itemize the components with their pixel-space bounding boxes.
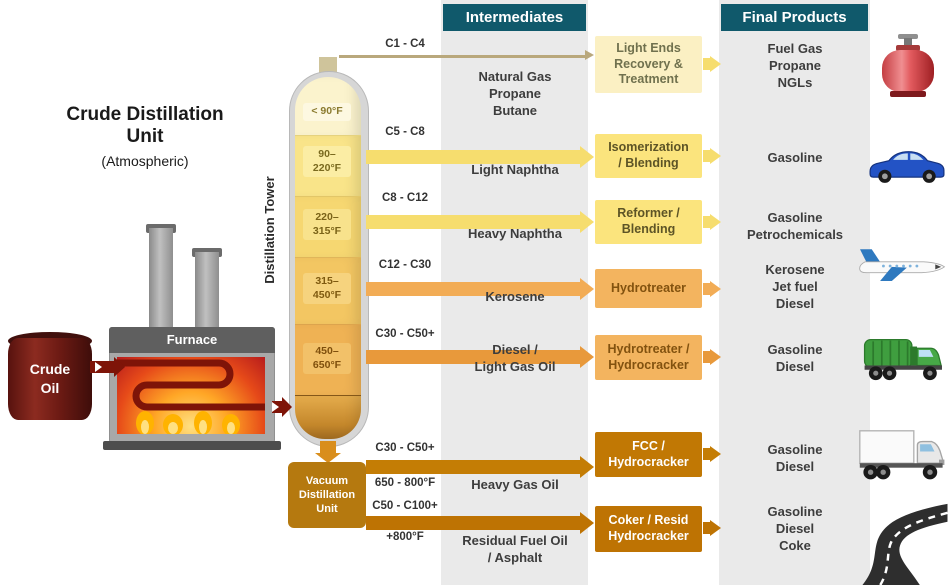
- page-title: Crude Distillation Unit (Atmospheric): [25, 104, 265, 169]
- product-label: Gasoline Diesel: [767, 442, 823, 475]
- product-label: Kerosene Jet fuel Diesel: [765, 262, 825, 312]
- carbon-label: C12 - C30: [378, 259, 432, 271]
- furnace-label: Furnace: [109, 327, 275, 353]
- final-products-header: Final Products: [721, 4, 868, 31]
- process-box-fcc: FCC / Hydrocracker: [595, 432, 702, 477]
- final-products-band: [719, 0, 870, 585]
- furnace-base: [103, 441, 281, 450]
- process-box-isomerization: Isomerization / Blending: [595, 134, 702, 178]
- propane-tank-icon: [880, 34, 936, 98]
- intermediate-label: Kerosene: [485, 289, 545, 304]
- tower-segment-2: 90– 220°F: [295, 135, 361, 196]
- airplane-icon: [859, 249, 946, 282]
- carbon-label: C1 - C4: [385, 38, 425, 50]
- tower-segment-1: < 90°F: [295, 77, 361, 135]
- tower-to-vacuum-arrow: [320, 441, 336, 454]
- product-label: Gasoline Petrochemicals: [746, 210, 844, 243]
- road-icon: [862, 503, 948, 585]
- carbon-label: C8 - C12: [381, 192, 429, 204]
- tower-segment-5: 450– 650°F: [295, 324, 361, 395]
- tower-segment-3: 220– 315°F: [295, 196, 361, 257]
- intermediate-label: Light Naphtha: [471, 162, 559, 177]
- title-subtitle: (Atmospheric): [101, 153, 189, 169]
- row4-out-arrow: [703, 283, 710, 295]
- temp-label: 450– 650°F: [303, 343, 351, 375]
- tower-label: Distillation Tower: [262, 176, 277, 284]
- process-box-coker: Coker / Resid Hydrocracker: [595, 506, 702, 552]
- vacuum-distillation-unit: Vacuum Distillation Unit: [288, 462, 366, 528]
- row2-arrow: [366, 150, 580, 164]
- process-box-hydrotreater-hydrocracker: Hydrotreater / Hydrocracker: [595, 335, 702, 380]
- crude-oil-label: Crude Oil: [29, 361, 71, 396]
- intermediate-label: Heavy Naphtha: [468, 226, 562, 241]
- furnace-coil-and-flames-icon: [117, 359, 265, 434]
- temp-label: 315– 450°F: [303, 273, 351, 305]
- row2-out-arrow: [703, 150, 710, 162]
- carbon-label: C30 - C50+: [375, 442, 435, 454]
- process-box-reformer: Reformer / Blending: [595, 200, 702, 244]
- carbon-label: C5 - C8: [385, 126, 425, 138]
- intermediate-label: Natural Gas Propane Butane: [478, 69, 552, 119]
- intermediate-label: Heavy Gas Oil: [471, 477, 559, 492]
- title-line1: Crude Distillation: [66, 104, 224, 125]
- row3-out-arrow: [703, 216, 710, 228]
- carbon-label: C30 - C50+: [375, 328, 435, 340]
- temp-range-label: 650 - 800°F: [374, 477, 436, 489]
- row4-arrow: [366, 282, 580, 296]
- title-line2: Unit: [126, 126, 164, 147]
- temp-label: 90– 220°F: [303, 146, 351, 178]
- row1-arrow: [339, 55, 585, 58]
- product-label: Fuel Gas Propane NGLs: [767, 41, 823, 91]
- row3-arrow: [366, 215, 580, 229]
- row1-out-arrow: [703, 58, 710, 70]
- row6-out-arrow: [703, 448, 710, 460]
- car-icon: [869, 151, 945, 183]
- chimney-right: [195, 252, 219, 332]
- carbon-label: C50 - C100+: [372, 500, 438, 512]
- temp-label: 220– 315°F: [303, 209, 351, 241]
- row7-arrow: [366, 516, 580, 530]
- product-label: Gasoline Diesel: [767, 342, 823, 375]
- tower-segments: < 90°F 90– 220°F 220– 315°F 315– 450°F 4…: [295, 77, 361, 439]
- row6-arrow: [366, 460, 580, 474]
- crude-oil-tank-icon: Crude Oil: [8, 332, 92, 420]
- row5-out-arrow: [703, 351, 710, 363]
- intermediate-label: Diesel / Light Gas Oil: [474, 342, 556, 375]
- row5-arrow: [366, 350, 580, 364]
- intermediates-header: Intermediates: [443, 4, 586, 31]
- chimney-left: [149, 228, 173, 332]
- product-label: Gasoline Diesel Coke: [767, 504, 823, 554]
- row7-out-arrow: [703, 522, 710, 534]
- furnace-firebox: [117, 357, 265, 434]
- tower-segment-4: 315– 450°F: [295, 257, 361, 324]
- tower-segment-bottom: [295, 395, 361, 439]
- truck-icon: [859, 430, 945, 480]
- intermediate-label: Residual Fuel Oil / Asphalt: [462, 533, 568, 566]
- tower-top-stub: [319, 57, 337, 73]
- process-box-light-ends: Light Ends Recovery & Treatment: [595, 36, 702, 93]
- garbage-truck-icon: [863, 339, 942, 381]
- temp-range-label: +800°F: [386, 531, 424, 543]
- process-box-hydrotreater: Hydrotreater: [595, 269, 702, 308]
- flow-chevron-icon: [272, 402, 279, 412]
- temp-label: < 90°F: [303, 103, 351, 121]
- crude-to-furnace-arrow: [90, 361, 114, 373]
- flow-chevron-icon: [95, 361, 102, 372]
- product-label: Gasoline: [767, 150, 823, 165]
